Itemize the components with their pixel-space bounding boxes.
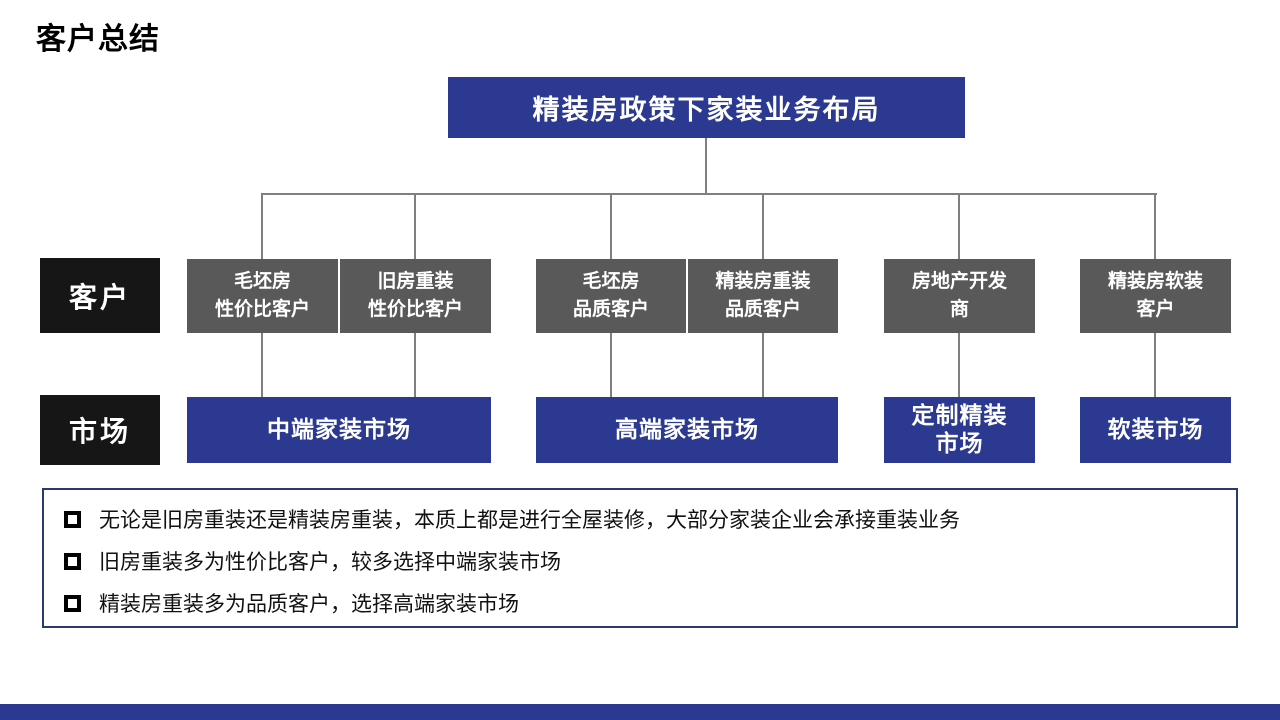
market-box-soft: 软装市场 [1080, 397, 1231, 463]
market-box-high-end: 高端家装市场 [536, 397, 838, 463]
org-root-node: 精装房政策下家装业务布局 [448, 77, 965, 138]
customer-box-rough-house-value: 毛坯房 性价比客户 [187, 259, 338, 333]
notes-panel: 无论是旧房重装还是精装房重装，本质上都是进行全屋装修，大部分家装企业会承接重装业… [42, 488, 1238, 628]
connector-line [261, 333, 263, 397]
connector-line [958, 333, 960, 397]
market-box-mid-end: 中端家装市场 [187, 397, 491, 463]
customer-box-rough-house-quality: 毛坯房 品质客户 [536, 259, 686, 333]
checkbox-bullet-icon [64, 510, 81, 528]
checkbox-bullet-icon [64, 594, 81, 612]
connector-line [705, 138, 707, 194]
customer-box-old-house-value: 旧房重装 性价比客户 [340, 259, 491, 333]
customer-box-refit-quality: 精装房重装 品质客户 [688, 259, 838, 333]
connector-line [414, 333, 416, 397]
customer-box-soft-furnishing: 精装房软装 客户 [1080, 259, 1231, 333]
connector-line [610, 194, 612, 259]
row-label-customers: 客户 [40, 258, 160, 333]
connector-line [261, 193, 1157, 195]
customer-box-developer: 房地产开发 商 [884, 259, 1035, 333]
note-text: 无论是旧房重装还是精装房重装，本质上都是进行全屋装修，大部分家装企业会承接重装业… [99, 509, 960, 532]
note-text: 精装房重装多为品质客户，选择高端家装市场 [99, 593, 519, 616]
checkbox-bullet-icon [64, 552, 81, 570]
row-label-markets: 市场 [40, 395, 160, 465]
page-title: 客户总结 [36, 23, 160, 56]
connector-line [762, 194, 764, 259]
market-box-custom-fine: 定制精装 市场 [884, 397, 1035, 463]
connector-line [762, 333, 764, 397]
note-item: 精装房重装多为品质客户，选择高端家装市场 [58, 582, 1226, 624]
note-text: 旧房重装多为性价比客户，较多选择中端家装市场 [99, 551, 561, 574]
note-item: 无论是旧房重装还是精装房重装，本质上都是进行全屋装修，大部分家装企业会承接重装业… [58, 498, 1226, 540]
connector-line [1154, 333, 1156, 397]
note-item: 旧房重装多为性价比客户，较多选择中端家装市场 [58, 540, 1226, 582]
connector-line [958, 194, 960, 259]
connector-line [261, 194, 263, 259]
footer-accent-bar [0, 704, 1280, 720]
connector-line [414, 194, 416, 259]
connector-line [1154, 194, 1156, 259]
connector-line [610, 333, 612, 397]
